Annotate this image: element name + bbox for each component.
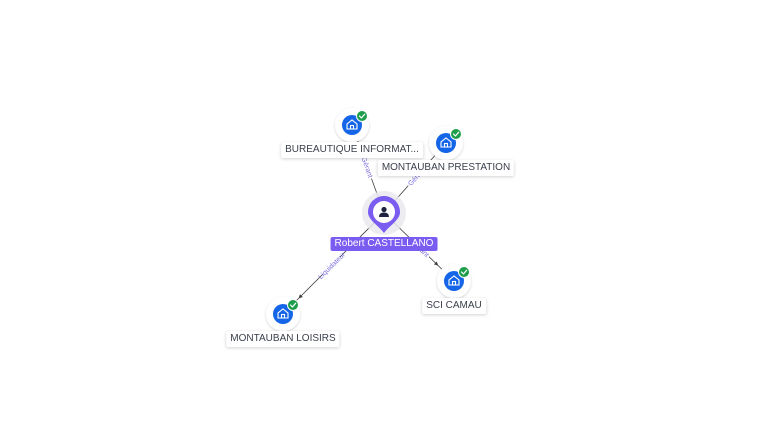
edge-arrow-scicamau [433, 261, 439, 266]
company-label-scicamau[interactable]: SCI CAMAU [422, 298, 486, 314]
building-icon [448, 275, 460, 286]
building-icon [440, 137, 452, 148]
edge-label-loisirs: Liquidateur [317, 251, 347, 281]
company-node-bureautique[interactable] [335, 108, 369, 142]
nodes-layer [266, 108, 471, 331]
edge-arrow-loisirs [298, 294, 303, 299]
check-badge-icon [450, 128, 462, 140]
check-badge-icon [356, 110, 368, 122]
person-node[interactable] [362, 191, 406, 235]
company-node-prestation[interactable] [429, 126, 463, 160]
edge-label-bg-loisirs [320, 254, 343, 277]
check-badge-icon [287, 299, 299, 311]
company-label-loisirs[interactable]: MONTAUBAN LOISIRS [226, 331, 340, 347]
company-node-scicamau[interactable] [437, 264, 471, 298]
person-icon [379, 206, 389, 217]
building-icon [346, 119, 358, 130]
company-label-prestation[interactable]: MONTAUBAN PRESTATION [377, 160, 515, 176]
person-name-label[interactable]: Robert CASTELLANO [330, 237, 438, 251]
company-label-bureautique[interactable]: BUREAUTIQUE INFORMAT... [281, 142, 423, 158]
edge-label-bg-bureautique [359, 154, 376, 180]
company-node-loisirs[interactable] [266, 297, 300, 331]
building-icon [277, 308, 289, 319]
check-badge-icon [458, 266, 470, 278]
